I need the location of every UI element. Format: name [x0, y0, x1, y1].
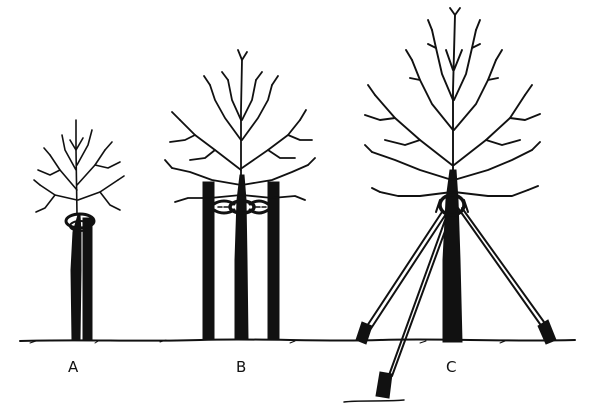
- tree-c-tie: [435, 193, 469, 217]
- label-c: C: [446, 358, 457, 376]
- tree-a-branches: [33, 119, 125, 216]
- label-b: B: [236, 358, 247, 376]
- tree-a-trunk: [70, 214, 82, 341]
- tree-c-peg-right: [537, 319, 557, 345]
- tree-c: [343, 7, 557, 403]
- tree-a-stake: [82, 217, 93, 341]
- tree-b-ties: [212, 199, 270, 215]
- tree-b: [164, 49, 316, 341]
- tree-c-branches: [364, 7, 541, 197]
- label-a: A: [68, 358, 79, 376]
- tree-c-peg-left: [355, 321, 373, 345]
- tree-a-tie: [64, 212, 96, 232]
- tree-a: [33, 119, 125, 341]
- tree-b-stake-right: [267, 181, 280, 341]
- tree-b-trunk: [234, 174, 249, 341]
- tree-b-stake-left: [202, 181, 215, 341]
- tree-b-branches: [164, 49, 316, 203]
- tree-c-peg-front: [343, 371, 405, 403]
- tree-c-guy-wires: [362, 207, 545, 379]
- ground-line: [19, 338, 576, 344]
